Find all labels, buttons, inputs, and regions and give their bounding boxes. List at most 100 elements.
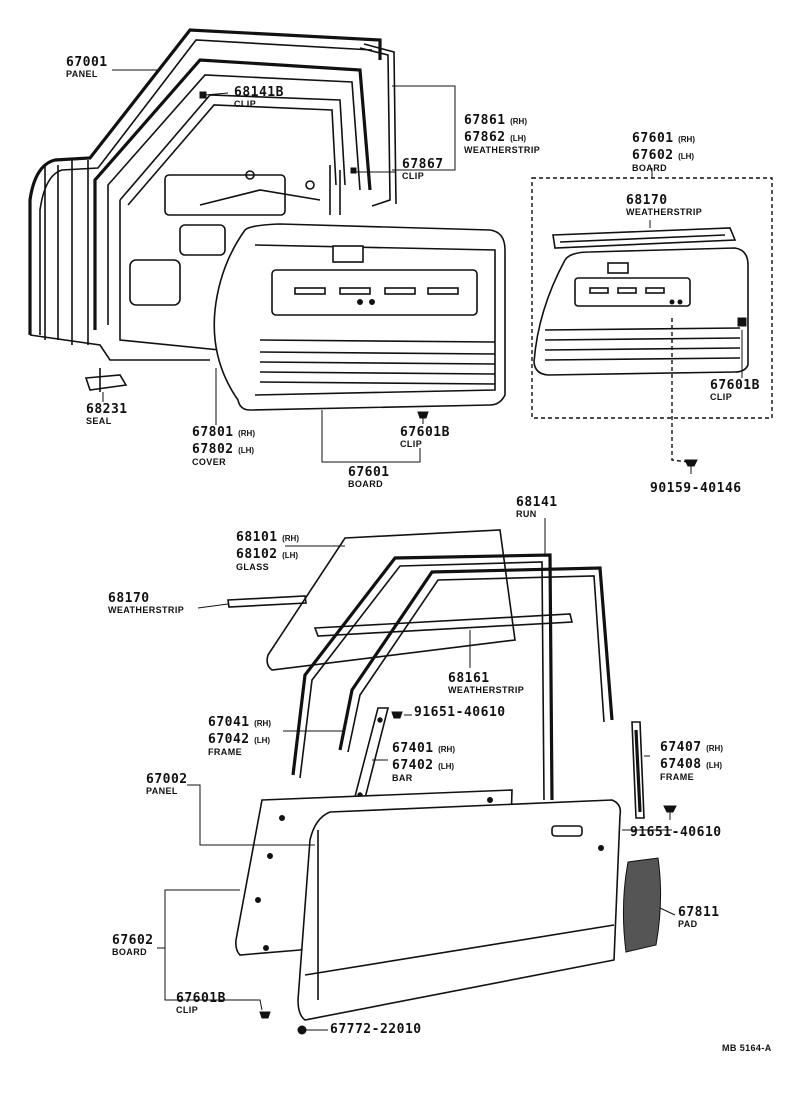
label-68141: 68141 RUN	[516, 496, 558, 519]
side-rh: (RH)	[510, 117, 527, 126]
part-name: BOARD	[112, 946, 147, 957]
part-number-rh: 67407	[660, 740, 702, 755]
part-number: 67602	[112, 933, 154, 948]
label-68231: 68231 SEAL	[86, 403, 128, 426]
part-name: PANEL	[146, 785, 178, 796]
label-67601b-top: 67601B CLIP	[400, 426, 450, 449]
part-number: 67601B	[176, 991, 226, 1006]
part-number: 68141	[516, 495, 558, 510]
label-67601b-right: 67601B CLIP	[710, 379, 760, 402]
outer-panel-67002-drawing	[297, 799, 622, 1021]
part-number-rh: 67801	[192, 425, 234, 440]
leader-lines	[102, 69, 743, 1031]
part-number: 67772-22010	[330, 1022, 422, 1037]
part-number-rh: 67041	[208, 715, 250, 730]
door-panel-67001-drawing	[28, 28, 397, 361]
door-frame-67041-drawing	[338, 566, 614, 753]
part-number: 67001	[66, 55, 108, 70]
part-number: 90159-40146	[650, 481, 742, 496]
part-name: GLASS	[236, 561, 270, 572]
label-67601b-bottom: 67601B CLIP	[176, 992, 226, 1015]
side-rh: (RH)	[254, 719, 271, 728]
side-lh: (LH)	[706, 760, 723, 770]
label-91651-40610-lower: 91651-40610	[630, 826, 722, 840]
part-number-lh: 67802	[192, 441, 234, 457]
part-number-lh: 67602	[632, 147, 674, 163]
label-67801: 67801 (RH) 67802 (LH) COVER	[192, 424, 255, 467]
part-name: BOARD	[348, 478, 383, 489]
part-number-rh: 67861	[464, 113, 506, 128]
label-67002: 67002 PANEL	[146, 773, 188, 796]
pad-67811-drawing	[622, 857, 662, 953]
side-rh: (RH)	[238, 429, 255, 438]
part-number: 67867	[402, 157, 444, 172]
part-number: 67002	[146, 772, 188, 787]
side-lh: (LH)	[238, 445, 255, 455]
side-rh: (RH)	[282, 534, 299, 543]
part-number: 67601B	[710, 378, 760, 393]
label-67772-22010: 67772-22010	[330, 1023, 422, 1037]
part-number-lh: 67862	[464, 129, 506, 145]
part-name: FRAME	[660, 771, 694, 782]
label-68170-right: 68170 WEATHERSTRIP	[626, 194, 702, 217]
label-68161: 68161 WEATHERSTRIP	[448, 672, 524, 695]
part-number-lh: 67402	[392, 757, 434, 773]
label-67041: 67041 (RH) 67042 (LH) FRAME	[208, 714, 271, 757]
part-number: 91651-40610	[414, 705, 506, 720]
part-name: BAR	[392, 772, 413, 783]
part-name: PAD	[678, 918, 698, 929]
part-name: COVER	[192, 456, 227, 467]
figure-code-text: MB 5164-A	[722, 1043, 772, 1053]
label-67001: 67001 PANEL	[66, 56, 108, 79]
side-rh: (RH)	[438, 745, 455, 754]
board-67602-inset	[531, 177, 773, 474]
label-67401: 67401 (RH) 67402 (LH) BAR	[392, 740, 455, 783]
label-67602: 67602 BOARD	[112, 934, 154, 957]
part-name: WEATHERSTRIP	[626, 206, 703, 217]
side-lh: (LH)	[438, 761, 455, 771]
frame-67407-drawing	[631, 721, 645, 819]
part-number-rh: 67601	[632, 131, 674, 146]
part-name: BOARD	[632, 162, 667, 173]
weatherstrip-68170-lower-drawing	[227, 595, 307, 608]
part-number: 68170	[108, 591, 150, 606]
part-number: 68170	[626, 193, 668, 208]
part-number: 68161	[448, 671, 490, 686]
part-number: 67601B	[400, 425, 450, 440]
screw-91651-lower-drawing	[663, 805, 677, 820]
label-67867: 67867 CLIP	[402, 158, 444, 181]
label-68141b: 68141B CLIP	[234, 86, 284, 109]
part-number: 68231	[86, 402, 128, 417]
part-name: CLIP	[400, 438, 423, 449]
part-number-lh: 67042	[208, 731, 250, 747]
part-name: WEATHERSTRIP	[108, 604, 185, 615]
weatherstrip-68161-drawing	[313, 613, 574, 637]
label-67861: 67861 (RH) 67862 (LH) WEATHERSTRIP	[464, 112, 540, 155]
door-trim-cover-67801-drawing	[213, 223, 506, 411]
part-name: CLIP	[402, 170, 425, 181]
clip-67601b-drawing	[417, 411, 429, 424]
side-rh: (RH)	[706, 744, 723, 753]
screw-91651-upper-drawing	[391, 711, 412, 719]
label-67407: 67407 (RH) 67408 (LH) FRAME	[660, 739, 723, 782]
label-91651-40610-upper: 91651-40610	[414, 706, 506, 720]
clip-67601b-lower-drawing	[259, 1011, 307, 1035]
part-number-lh: 67408	[660, 756, 702, 772]
label-68170-left: 68170 WEATHERSTRIP	[108, 592, 184, 615]
label-90159-40146: 90159-40146	[650, 482, 742, 496]
side-lh: (LH)	[254, 735, 271, 745]
label-67601-rh: 67601 (RH) 67602 (LH) BOARD	[632, 130, 695, 173]
side-lh: (LH)	[282, 550, 299, 560]
label-67811: 67811 PAD	[678, 906, 720, 929]
part-name: CLIP	[176, 1004, 199, 1015]
side-lh: (LH)	[510, 133, 527, 143]
part-number: 67601	[348, 465, 390, 480]
seal-68231-drawing	[84, 368, 128, 392]
side-rh: (RH)	[678, 135, 695, 144]
side-lh: (LH)	[678, 151, 695, 161]
part-name: SEAL	[86, 415, 112, 426]
part-number: 68141B	[234, 85, 284, 100]
part-number: 67811	[678, 905, 720, 920]
part-name: WEATHERSTRIP	[464, 144, 541, 155]
part-name: CLIP	[234, 98, 257, 109]
